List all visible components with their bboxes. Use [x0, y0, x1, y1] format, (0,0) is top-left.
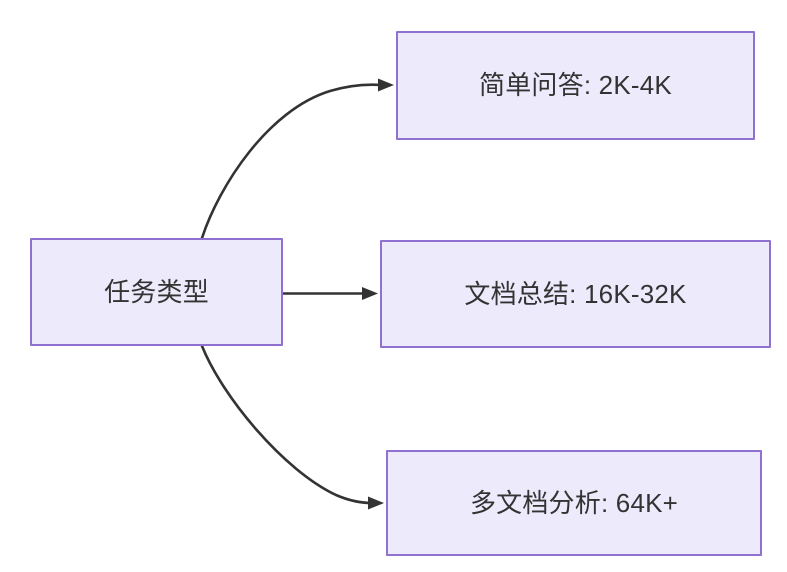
edge-root-to-doc-summary	[281, 287, 378, 300]
edge-arrowhead-doc-summary	[362, 287, 378, 300]
edge-path-multi-doc	[200, 344, 374, 505]
node-simple-qa-label: 简单问答: 2K-4K	[479, 70, 672, 101]
node-doc-summary-label: 文档总结: 16K-32K	[464, 278, 687, 309]
edge-arrowhead-simple-qa	[378, 78, 394, 92]
node-doc-summary[interactable]: 文档总结: 16K-32K	[380, 240, 771, 348]
edge-root-to-multi-doc	[200, 344, 384, 510]
node-multi-doc-analysis-label: 多文档分析: 64K+	[469, 487, 679, 518]
node-task-type-label: 任务类型	[104, 276, 209, 307]
node-task-type[interactable]: 任务类型	[30, 238, 283, 346]
node-multi-doc-analysis[interactable]: 多文档分析: 64K+	[386, 450, 762, 556]
edge-path-simple-qa	[200, 83, 384, 240]
edge-root-to-simple-qa	[200, 78, 394, 240]
node-simple-qa[interactable]: 简单问答: 2K-4K	[396, 31, 755, 140]
edge-arrowhead-multi-doc	[368, 496, 384, 510]
